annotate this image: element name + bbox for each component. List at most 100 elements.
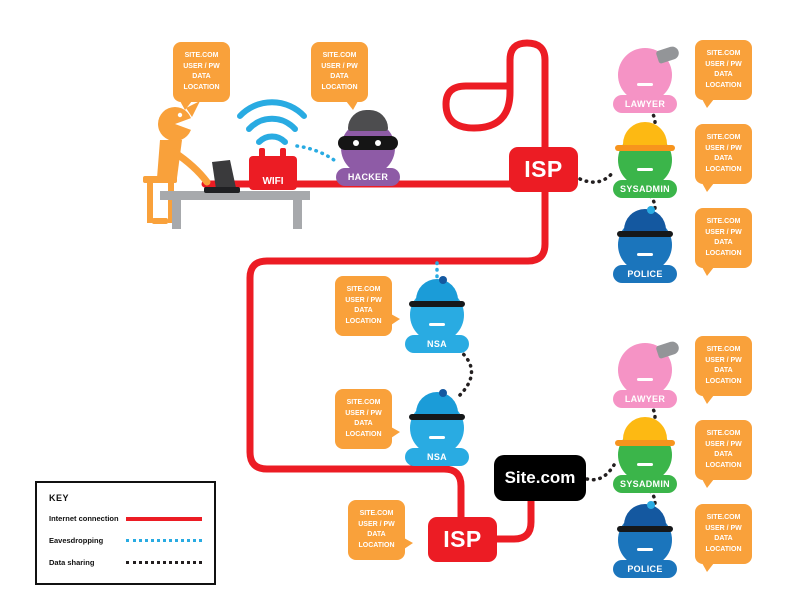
cap-badge-icon [439, 276, 447, 284]
bubble-line: SITE.COM [359, 510, 394, 517]
mouth-icon [429, 436, 445, 439]
legend-title: KEY [49, 493, 70, 503]
police-icon [617, 206, 673, 272]
bubble-line: DATA [714, 239, 733, 246]
speech-bubble-isp-bottom: SITE.COM USER / PW DATA LOCATION [348, 500, 413, 560]
legend-label-internet: Internet connection [49, 514, 119, 523]
speech-bubble-hacker: SITE.COM USER / PW DATA LOCATION [311, 42, 368, 110]
legend-line-solid-red-icon [126, 516, 202, 521]
router-antenna-icon [259, 148, 265, 157]
isp-node-bottom: ISP [428, 517, 497, 562]
mouth-icon [637, 83, 653, 86]
bubble-line: LOCATION [705, 249, 742, 257]
lawyer-bottom-label: LAWYER [613, 390, 677, 408]
police-icon [617, 501, 673, 567]
bubble-tail [702, 183, 714, 192]
bubble-line: USER / PW [705, 144, 742, 152]
legend-row: Internet connection [49, 514, 202, 523]
speech-bubble-police-top: SITE.COM USER / PW DATA LOCATION [695, 208, 752, 276]
bubble-line: DATA [192, 73, 211, 80]
hacker-eye-icon [375, 140, 381, 146]
hardhat-brim-icon [615, 145, 675, 151]
site-node: Site.com [494, 455, 586, 501]
nsa-top-label: NSA [405, 335, 469, 353]
legend-label-datasharing: Data sharing [49, 558, 95, 567]
bubble-line: DATA [714, 451, 733, 458]
bubble-tail [702, 267, 714, 276]
speech-bubble-police-bottom: SITE.COM USER / PW DATA LOCATION [695, 504, 752, 572]
character-sysadmin-bottom: SYSADMIN [613, 417, 677, 493]
bubble-line: SITE.COM [346, 286, 381, 293]
bubble-line: SITE.COM [706, 50, 741, 57]
bubble-line: SITE.COM [346, 399, 381, 406]
bubble-line: USER / PW [705, 524, 742, 532]
speech-bubble-nsa-top: SITE.COM USER / PW DATA LOCATION [335, 276, 400, 336]
mouth-icon [637, 168, 653, 171]
connection-isp-to-site [491, 495, 535, 543]
bubble-line: DATA [714, 155, 733, 162]
bubble-line: USER / PW [183, 62, 220, 70]
bubble-tail [702, 99, 714, 108]
wifi-waves-icon [237, 99, 307, 145]
bubble-line: DATA [714, 535, 733, 542]
mouth-icon [637, 463, 653, 466]
bubble-line: LOCATION [321, 83, 358, 91]
bubble-tail [702, 395, 714, 404]
bubble-line: LOCATION [705, 81, 742, 89]
hacker-label: HACKER [336, 168, 400, 186]
legend-label-eavesdropping: Eavesdropping [49, 536, 104, 545]
character-lawyer-top: LAWYER [613, 44, 681, 113]
nsa-bottom-label: NSA [405, 448, 469, 466]
nsa-agent-icon [409, 389, 465, 455]
bubble-line: USER / PW [705, 356, 742, 364]
bubble-line: LOCATION [705, 377, 742, 385]
bubble-line: DATA [367, 531, 386, 538]
legend-row: Data sharing [49, 558, 202, 567]
police-bottom-label: POLICE [613, 560, 677, 578]
character-police-top: POLICE [613, 206, 677, 283]
bubble-line: DATA [714, 367, 733, 374]
eavesdrop-wifi-to-hacker [295, 144, 336, 162]
lawyer-hair-icon [655, 44, 681, 65]
speech-bubble-sysadmin-bottom: SITE.COM USER / PW DATA LOCATION [695, 420, 752, 488]
router-antenna-icon [280, 148, 286, 157]
mouth-icon [637, 548, 653, 551]
mouth-icon [637, 378, 653, 381]
bubble-tail [346, 101, 358, 110]
character-sysadmin-top: SYSADMIN [613, 122, 677, 198]
share-sysadmin-police-top [648, 194, 657, 220]
legend-row: Eavesdropping [49, 536, 202, 545]
sysadmin-icon [615, 417, 675, 482]
lawyer-hair-icon [655, 339, 681, 360]
bubble-tail [391, 427, 400, 438]
bubble-line: USER / PW [321, 62, 358, 70]
hardhat-brim-icon [615, 440, 675, 446]
cap-badge-icon [439, 389, 447, 397]
sysadmin-bottom-label: SYSADMIN [613, 475, 677, 493]
share-sysadmin-police-bottom [648, 489, 657, 515]
mouth-icon [637, 253, 653, 256]
speech-bubble-sysadmin-top: SITE.COM USER / PW DATA LOCATION [695, 124, 752, 192]
wifi-router: WIFI [249, 148, 297, 190]
character-lawyer-bottom: LAWYER [613, 339, 681, 408]
bubble-line: LOCATION [183, 83, 220, 91]
bubble-line: SITE.COM [706, 346, 741, 353]
mouth-icon [429, 323, 445, 326]
bubble-line: SITE.COM [706, 430, 741, 437]
character-hacker: HACKER [336, 110, 400, 186]
share-lawyer-sysadmin-top [648, 108, 657, 136]
bubble-line: LOCATION [705, 165, 742, 173]
user-at-desk-icon [143, 101, 310, 229]
connection-isp-to-isp [246, 186, 549, 524]
bubble-line: SITE.COM [706, 514, 741, 521]
share-lawyer-sysadmin-bottom [648, 403, 657, 430]
speech-bubble-user: SITE.COM USER / PW DATA LOCATION [173, 42, 230, 110]
bubble-tail [702, 479, 714, 488]
speech-bubble-nsa-bottom: SITE.COM USER / PW DATA LOCATION [335, 389, 400, 449]
sysadmin-top-label: SYSADMIN [613, 180, 677, 198]
legend: KEY Internet connection Eavesdropping Da… [35, 481, 216, 585]
bubble-line: LOCATION [705, 461, 742, 469]
lawyer-icon [618, 44, 681, 102]
cap-badge-icon [647, 206, 655, 214]
